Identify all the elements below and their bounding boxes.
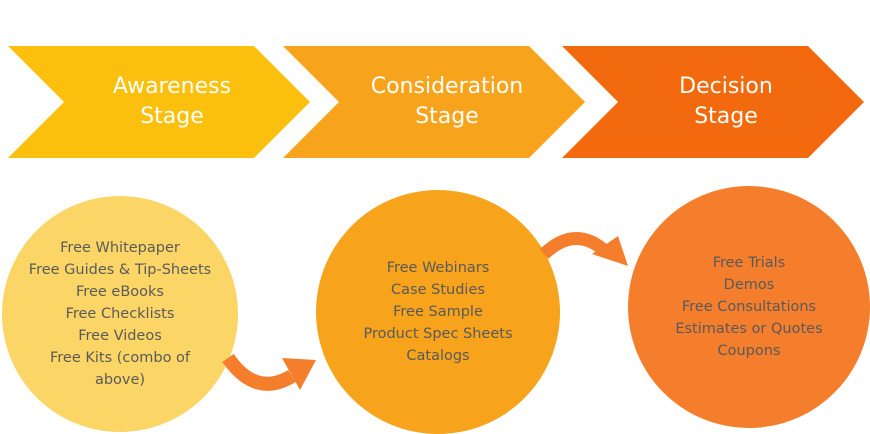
decision-item: Free Consultations xyxy=(681,299,817,315)
stage-awareness-subtitle: Stage xyxy=(140,104,204,129)
consideration-item: Product Spec Sheets xyxy=(363,326,513,342)
stage-consideration-title: Consideration xyxy=(370,74,524,99)
consideration-item: Free Sample xyxy=(393,304,483,320)
awareness-item: Free Checklists xyxy=(65,306,175,322)
stage-consideration-subtitle: Stage xyxy=(415,104,479,129)
decision-item: Estimates or Quotes xyxy=(675,321,823,337)
consideration-item: Case Studies xyxy=(391,282,485,298)
stage-consideration-chevron: Consideration Stage xyxy=(283,46,585,158)
awareness-item: Free Videos xyxy=(78,328,162,344)
chevron-shape xyxy=(283,46,585,158)
curved-arrow-icon xyxy=(540,232,628,266)
decision-item: Free Trials xyxy=(712,255,786,271)
stage-awareness-label: Awareness Stage xyxy=(87,72,231,132)
decision-item: Coupons xyxy=(717,343,781,359)
consideration-item: Free Webinars xyxy=(386,260,490,276)
consideration-content-circle: Free Webinars Case Studies Free Sample P… xyxy=(316,190,560,434)
chevron-shape xyxy=(562,46,864,158)
decision-content-circle: Free Trials Demos Free Consultations Est… xyxy=(628,186,870,428)
stage-consideration-label: Consideration Stage xyxy=(345,72,524,132)
curved-arrow-icon xyxy=(222,353,316,391)
awareness-content-circle: Free Whitepaper Free Guides & Tip-Sheets… xyxy=(2,196,238,432)
stage-decision-subtitle: Stage xyxy=(694,104,758,129)
consideration-item: Catalogs xyxy=(406,348,470,364)
stage-decision-label: Decision Stage xyxy=(653,72,773,132)
awareness-item: Free Kits (combo of above) xyxy=(49,350,191,388)
decision-item: Demos xyxy=(723,277,775,293)
chevron-shape xyxy=(8,46,310,158)
stage-awareness-title: Awareness xyxy=(112,74,232,99)
stage-decision-chevron: Decision Stage xyxy=(562,46,864,158)
awareness-item: Free eBooks xyxy=(76,284,164,300)
awareness-item: Free Guides & Tip-Sheets xyxy=(28,262,212,278)
awareness-item: Free Whitepaper xyxy=(60,240,180,256)
stage-awareness-chevron: Awareness Stage xyxy=(8,46,310,158)
stage-decision-title: Decision xyxy=(679,74,773,99)
